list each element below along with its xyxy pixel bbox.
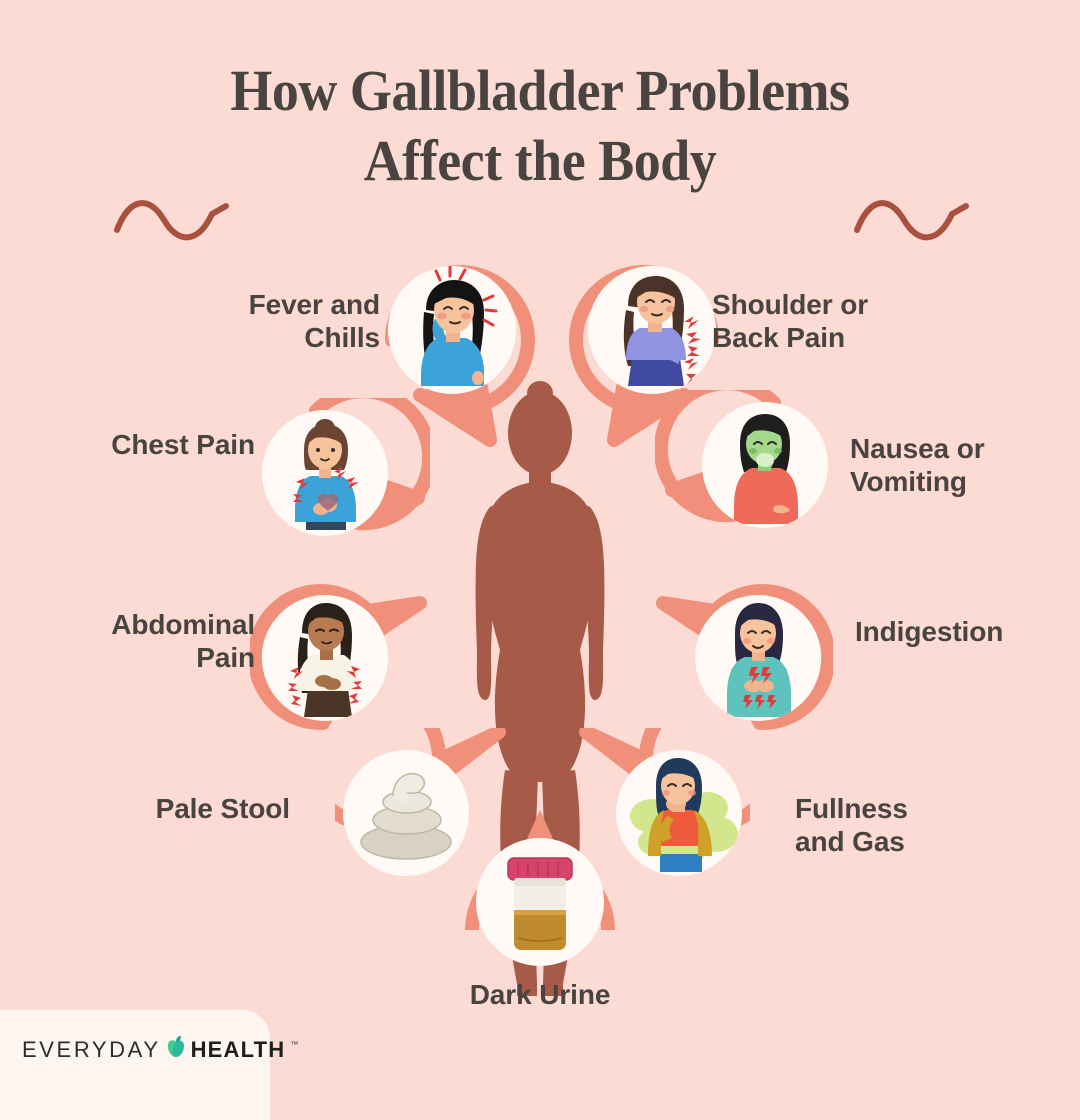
symptom-node-nausea-or-vomiting[interactable] <box>655 390 840 555</box>
symptom-icon-dark-urine <box>476 838 604 966</box>
symptom-icon-abdominal-pain <box>262 595 388 721</box>
logo-health-text: HEALTH <box>190 1036 286 1062</box>
symptom-label-pale-stool: Pale Stool <box>155 793 290 824</box>
symptom-icon-indigestion <box>695 595 821 721</box>
pointer-ring-fullness-and-gas <box>579 728 750 829</box>
symptom-node-fever-and-chills[interactable] <box>372 250 552 450</box>
symptom-icon-shoulder-or-back-pain <box>588 266 716 394</box>
green-apple-icon <box>166 1036 186 1063</box>
symptom-label-indigestion: Indigestion <box>855 616 1004 647</box>
symptom-label-nausea-or-vomiting: Nausea or Vomiting <box>850 433 985 497</box>
logo-panel <box>0 1010 270 1120</box>
symptom-icon-fullness-and-gas <box>616 750 742 876</box>
infographic-canvas: How Gallbladder Problems Affect the Body <box>0 58 1004 1120</box>
symptom-node-shoulder-or-back-pain[interactable] <box>552 250 732 450</box>
symptom-icon-pale-stool <box>343 750 469 876</box>
symptom-node-chest-pain[interactable] <box>250 398 430 558</box>
squiggle-decoration-left <box>112 196 232 249</box>
symptom-label-fullness-and-gas: Fullness and Gas <box>795 793 908 857</box>
symptom-node-pale-stool[interactable] <box>335 728 520 893</box>
symptom-label-fever-and-chills: Fever and Chills <box>248 289 380 353</box>
page-title: How Gallbladder Problems Affect the Body <box>230 58 850 193</box>
symptom-icon-chest-pain <box>262 410 388 536</box>
logo-trademark: ™ <box>290 1040 299 1049</box>
symptom-label-shoulder-or-back-pain: Shoulder or Back Pain <box>712 289 869 353</box>
logo-everyday-text: EVERYDAY <box>22 1036 161 1062</box>
pointer-ring-pale-stool <box>335 728 506 829</box>
symptom-node-dark-urine[interactable] <box>450 810 630 980</box>
symptom-icon-nausea-or-vomiting <box>702 402 828 528</box>
symptom-label-dark-urine: Dark Urine <box>469 979 611 1010</box>
symptom-node-fullness-and-gas[interactable] <box>565 728 750 893</box>
squiggle-decoration-right <box>852 196 972 249</box>
symptom-label-abdominal-pain: Abdominal Pain <box>111 609 255 673</box>
symptom-label-chest-pain: Chest Pain <box>111 429 255 460</box>
symptom-node-indigestion[interactable] <box>648 575 833 740</box>
symptom-node-abdominal-pain[interactable] <box>250 575 435 740</box>
symptom-icon-fever-and-chills <box>388 266 516 394</box>
everyday-health-logo[interactable]: EVERYDAY HEALTH ™ <box>22 1036 298 1063</box>
